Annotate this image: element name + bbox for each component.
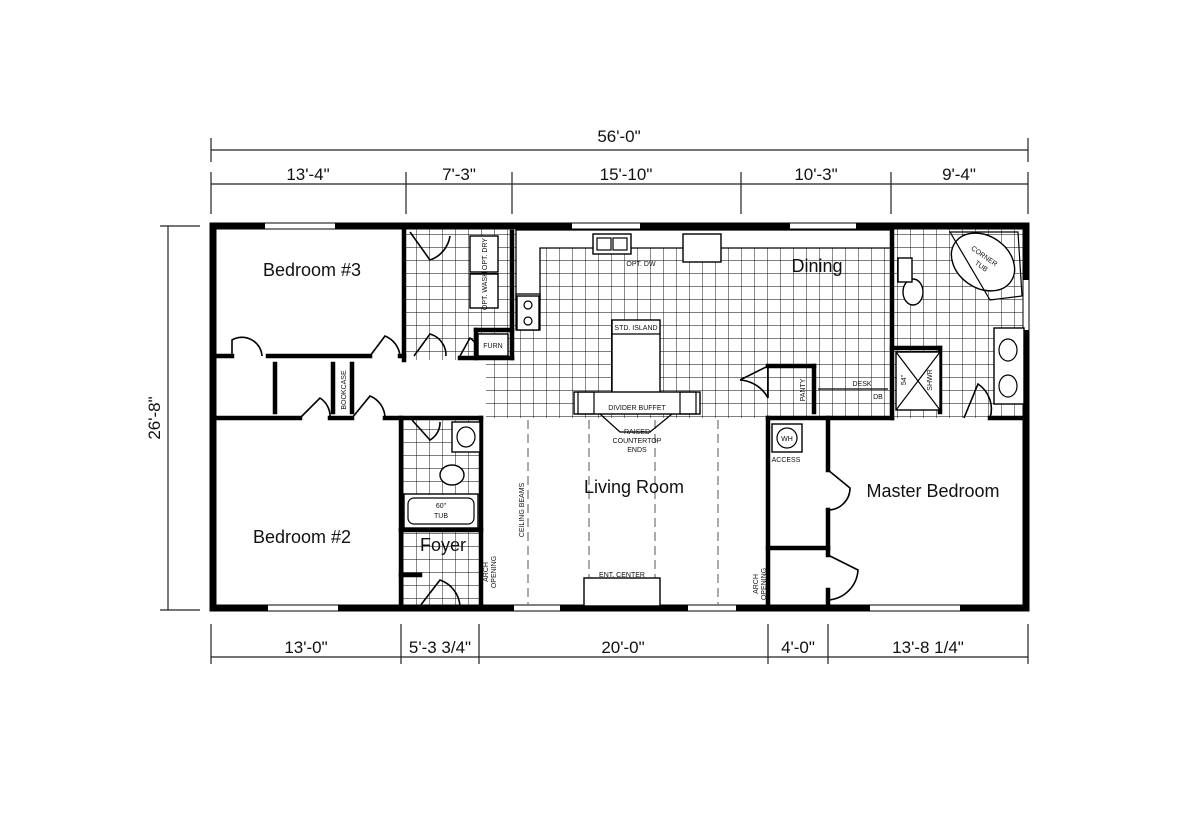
top-dimension-2: 7'-3" (442, 165, 476, 184)
label-ent-center: ENT. CENTER (599, 572, 645, 579)
label-opt-wash: OPT. WASH (482, 272, 489, 310)
overall-depth-label: 26'-8" (145, 396, 164, 439)
label-tub: TUB (434, 513, 448, 520)
label-divider-buffet: DIVIDER BUFFET (608, 405, 666, 412)
label-tub-size: 60" (436, 503, 447, 510)
refrigerator (682, 233, 722, 263)
bath-fixtures (403, 231, 1025, 529)
top-dimension-1: 13'-4" (286, 165, 329, 184)
label-bookcase: BOOKCASE (341, 370, 348, 410)
label-arch-left-1: ARCH (483, 562, 490, 582)
label-opt-dw: OPT. DW (626, 261, 656, 268)
divider-buffet (573, 391, 701, 415)
top-dimension-5: 9'-4" (942, 165, 976, 184)
furnace (477, 333, 509, 357)
label-pantry: PANTY (800, 378, 807, 401)
bottom-dimension-2: 5'-3 3/4" (409, 638, 471, 657)
laundry-washer (469, 273, 499, 309)
kitchen-sink (592, 233, 632, 255)
room-dining: Dining (791, 256, 842, 276)
double-vanity (993, 327, 1025, 405)
interior-walls (212, 225, 1027, 609)
label-ceiling-beams: CEILING BEAMS (519, 482, 526, 537)
top-dimension-3: 15'-10" (600, 165, 653, 184)
room-foyer: Foyer (420, 535, 466, 555)
room-master-bedroom: Master Bedroom (866, 481, 999, 501)
hall-tub (403, 493, 479, 529)
label-arch-right-2: OPENING (761, 568, 768, 600)
bottom-dimension-1: 13'-0" (284, 638, 327, 657)
overall-width-label: 56'-0" (597, 127, 640, 146)
master-toilet (902, 278, 924, 306)
label-raised-2: COUNTERTOP (613, 438, 662, 445)
label-arch-right-1: ARCH (753, 574, 760, 594)
top-dimension-4: 10'-3" (794, 165, 837, 184)
kitchen-fixtures (469, 233, 722, 607)
doors (231, 231, 993, 607)
corner-tub (950, 232, 1016, 292)
label-opt-dry: OPT. DRY (482, 238, 489, 270)
bottom-dimension-4: 4'-0" (781, 638, 815, 657)
label-std-island: STD. ISLAND (614, 325, 657, 332)
top-dimensions: 13'-4" 7'-3" 15'-10" 10'-3" 9'-4" (210, 165, 1029, 214)
laundry-dryer (469, 235, 499, 273)
hall-toilet (439, 464, 465, 486)
overall-width-dimension: 56'-0" (210, 127, 1029, 162)
island (611, 319, 661, 397)
range (516, 295, 540, 331)
room-bedroom-2: Bedroom #2 (253, 527, 351, 547)
room-bedroom-3: Bedroom #3 (263, 260, 361, 280)
room-labels: Bedroom #3 Bedroom #2 Dining Living Room… (253, 256, 1000, 555)
bottom-dimension-3: 20'-0" (601, 638, 644, 657)
label-desk: DESK (852, 381, 871, 388)
label-shower-size: 54" (901, 374, 908, 385)
label-arch-left-2: OPENING (491, 556, 498, 588)
label-access: ACCESS (772, 457, 801, 464)
room-living: Living Room (584, 477, 684, 497)
ceiling-beams (527, 420, 719, 604)
bottom-dimension-5: 13'-8 1/4" (892, 638, 964, 657)
label-db: DB (873, 394, 883, 401)
label-raised-1: RAISED (624, 429, 650, 436)
label-furn: FURN (483, 343, 502, 350)
label-wh: WH (781, 436, 793, 443)
entertainment-center (583, 577, 661, 607)
overall-depth-dimension: 26'-8" (145, 225, 200, 611)
label-shwr: SHWR (927, 369, 934, 390)
windows (265, 223, 1029, 611)
bottom-dimensions: 13'-0" 5'-3 3/4" 20'-0" 4'-0" 13'-8 1/4" (210, 624, 1029, 664)
label-raised-3: ENDS (627, 447, 647, 454)
